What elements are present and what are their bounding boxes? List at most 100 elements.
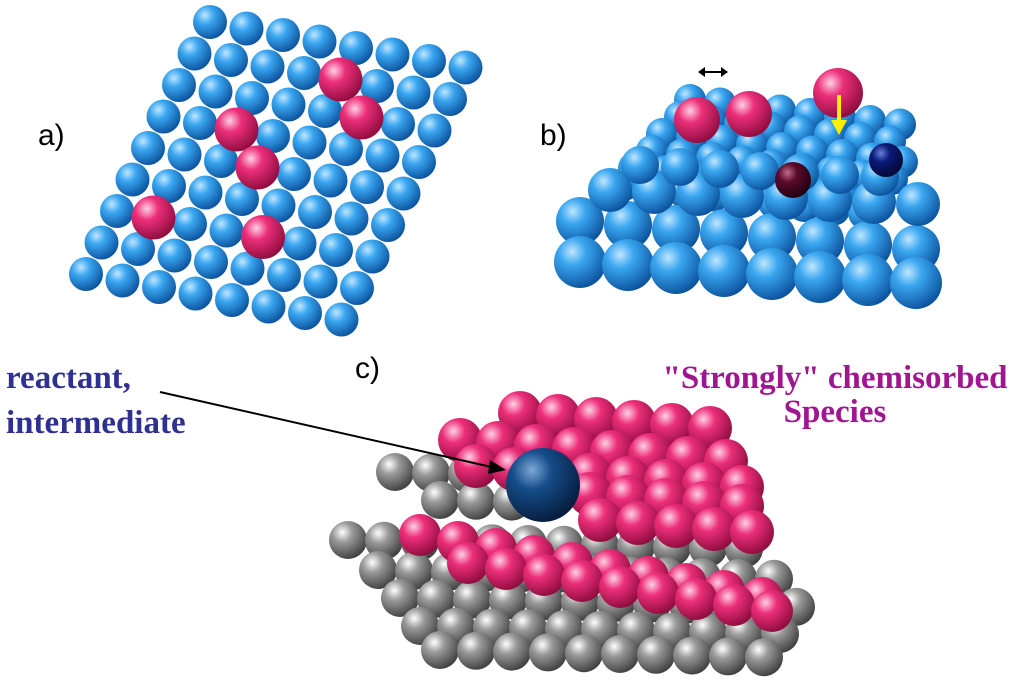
surface-atom (288, 296, 322, 330)
surface-atom (183, 106, 217, 140)
substrate-atom (421, 631, 459, 669)
surface-atom (287, 56, 321, 90)
adsorbate-atom (318, 57, 363, 102)
adsorbate-atom (241, 215, 285, 259)
chemisorbed-atom (692, 507, 736, 551)
chemisorbed-atom (485, 548, 527, 590)
substrate-atom (329, 521, 367, 559)
surface-atom (173, 207, 207, 241)
surface-atom (748, 213, 796, 261)
surface-atom (896, 182, 940, 226)
surface-atom (334, 201, 369, 236)
substrate-atom (529, 633, 567, 672)
surface-atom (842, 254, 894, 306)
surface-atom (340, 271, 374, 305)
panel-b-label: b) (540, 119, 567, 152)
substrate-atom (673, 636, 711, 675)
surface-atom (890, 257, 942, 309)
surface-atom (266, 18, 300, 52)
surface-atom (350, 170, 384, 204)
surface-atom (115, 162, 150, 197)
pointer-arrow-icon (159, 391, 506, 474)
surface-atom (152, 169, 186, 203)
surface-atom (250, 49, 285, 84)
incorporated-adsorbate (775, 162, 811, 198)
panel-a-adsorbate-lattice (69, 5, 483, 337)
surface-atom (303, 264, 338, 299)
surface-atom (209, 213, 244, 248)
surface-atom (329, 132, 363, 166)
chemisorbed-atom (751, 590, 793, 632)
yellow-down-arrow-icon (831, 95, 847, 135)
substrate-atom (359, 551, 397, 589)
surface-atom (741, 152, 779, 190)
chemisorbed-atom (730, 510, 774, 554)
substrate-atom (565, 634, 603, 673)
surface-atom (193, 5, 227, 39)
substrate-atom (745, 638, 783, 677)
surface-atom (652, 205, 700, 253)
chemisorbed-atom (561, 560, 603, 602)
surface-atom (121, 232, 155, 266)
surface-atom (261, 188, 296, 223)
surface-atom (131, 131, 165, 165)
surface-atom (375, 37, 410, 72)
substrate-atom (457, 481, 495, 520)
surface-atom (433, 82, 467, 116)
substrate-atom (457, 631, 495, 670)
surface-atom (417, 113, 452, 148)
chemisorbed-atom (399, 514, 441, 556)
reactant-sphere (506, 448, 580, 522)
surface-atom (188, 175, 223, 210)
adsorbate-atom (131, 195, 176, 240)
reactant-label-line1: reactant, (6, 360, 131, 396)
adsorbate-atom (674, 97, 720, 143)
surface-atom (371, 208, 405, 242)
surface-atom (313, 163, 348, 198)
panel-c-multilayer (329, 391, 815, 677)
chemisorbed-label-line2: Species (784, 394, 887, 430)
surface-atom (448, 50, 483, 85)
surface-atom (381, 107, 415, 141)
surface-atom (282, 226, 317, 261)
surface-atom (621, 146, 659, 184)
surface-atom (235, 81, 269, 115)
surface-atom (821, 156, 859, 194)
panel-b-surface-step (554, 68, 942, 309)
surface-atom (198, 74, 233, 109)
surface-atom (796, 217, 844, 265)
surface-atom (225, 182, 259, 216)
surface-atom (214, 43, 248, 77)
surface-atom (271, 87, 306, 122)
surface-atom (256, 119, 290, 153)
chemisorbed-atom (578, 498, 622, 542)
surface-atom (412, 44, 446, 78)
adsorbate-atom (339, 95, 384, 140)
surface-atom (360, 69, 394, 103)
surface-atom (308, 94, 342, 128)
surface-atom (602, 239, 654, 291)
incorporated-adsorbate (869, 143, 903, 177)
surface-atom (319, 233, 353, 267)
substrate-atom (493, 632, 531, 671)
surface-atom (142, 270, 176, 304)
chemisorbed-atom (454, 444, 498, 488)
surface-atom (167, 137, 202, 172)
surface-atom (69, 257, 103, 291)
surface-atom (105, 263, 140, 298)
surface-atom (355, 239, 390, 274)
substrate-atom (381, 579, 419, 617)
chemisorbed-atom (713, 584, 755, 626)
substrate-atom (421, 481, 459, 519)
surface-atom (267, 258, 301, 292)
surface-atom (746, 248, 798, 300)
surface-atom (661, 148, 699, 186)
substrate-atom (365, 521, 403, 560)
substrate-atom (601, 635, 639, 673)
chemisorbed-atom (599, 566, 641, 608)
surface-atom (339, 31, 373, 65)
chemisorbed-atom (523, 554, 565, 596)
surface-atom (650, 242, 702, 294)
chemisorbed-atom (616, 501, 660, 545)
